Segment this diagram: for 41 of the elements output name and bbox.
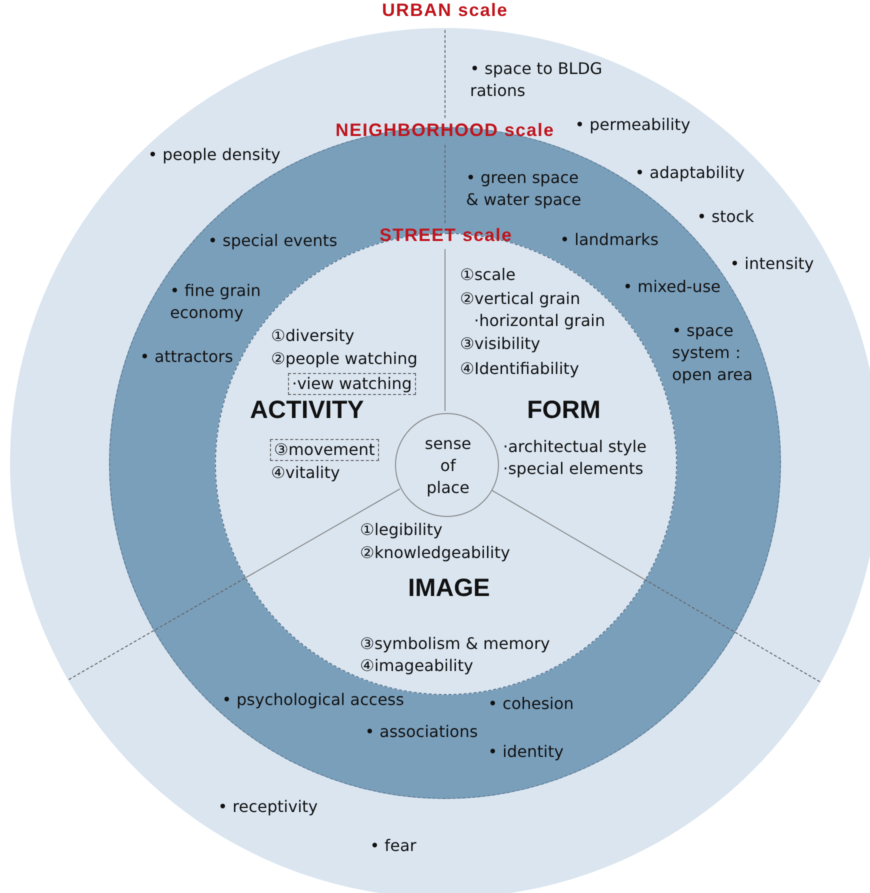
list-item: ①scale xyxy=(460,264,516,286)
list-item: ③visibility xyxy=(460,333,540,355)
list-item: ④imageability xyxy=(360,655,474,677)
list-item: • people density xyxy=(148,144,281,166)
list-item: • associations xyxy=(365,721,478,743)
list-item: • space to BLDG rations xyxy=(470,58,604,102)
list-item: ·architectual style xyxy=(503,436,647,458)
list-item: ①diversity xyxy=(271,325,354,347)
list-item: • special events xyxy=(208,230,338,252)
list-item: • fear xyxy=(370,835,416,857)
list-item: • fine grain economy xyxy=(170,280,262,324)
list-item: • intensity xyxy=(730,253,814,275)
list-item: ④Identifiability xyxy=(460,358,580,380)
list-item: ②knowledgeability xyxy=(360,542,510,564)
list-item: • mixed-use xyxy=(623,276,721,298)
list-item: ·horizontal grain xyxy=(474,310,606,332)
category-heading: IMAGE xyxy=(408,573,490,603)
dashed-text-box: ·view watching xyxy=(288,373,416,395)
list-item: • green space & water space xyxy=(466,167,582,211)
category-heading: FORM xyxy=(527,395,601,425)
list-item: • landmarks xyxy=(560,229,659,251)
scale-title: URBAN scale xyxy=(382,0,508,21)
list-item: • attractors xyxy=(140,346,234,368)
center-label: sense of place xyxy=(424,433,472,499)
list-item: ·special elements xyxy=(503,458,644,480)
dashed-text-box: ③movement xyxy=(270,439,379,461)
list-item: ①legibility xyxy=(360,519,442,541)
list-item: ②people watching xyxy=(271,348,418,370)
list-item: • identity xyxy=(488,741,564,763)
list-item: ③symbolism & memory xyxy=(360,633,550,655)
scale-title: NEIGHBORHOOD scale xyxy=(335,120,555,141)
list-item: • stock xyxy=(697,206,754,228)
list-item: • psychological access xyxy=(222,689,404,711)
list-item: • receptivity xyxy=(218,796,318,818)
list-item: • cohesion xyxy=(488,693,574,715)
list-item: • adaptability xyxy=(635,162,745,184)
category-heading: ACTIVITY xyxy=(250,395,364,425)
list-item: ②vertical grain xyxy=(460,288,580,310)
list-item: • space system：open area xyxy=(672,320,754,386)
list-item: • permeability xyxy=(575,114,690,136)
list-item: ④vitality xyxy=(271,462,340,484)
